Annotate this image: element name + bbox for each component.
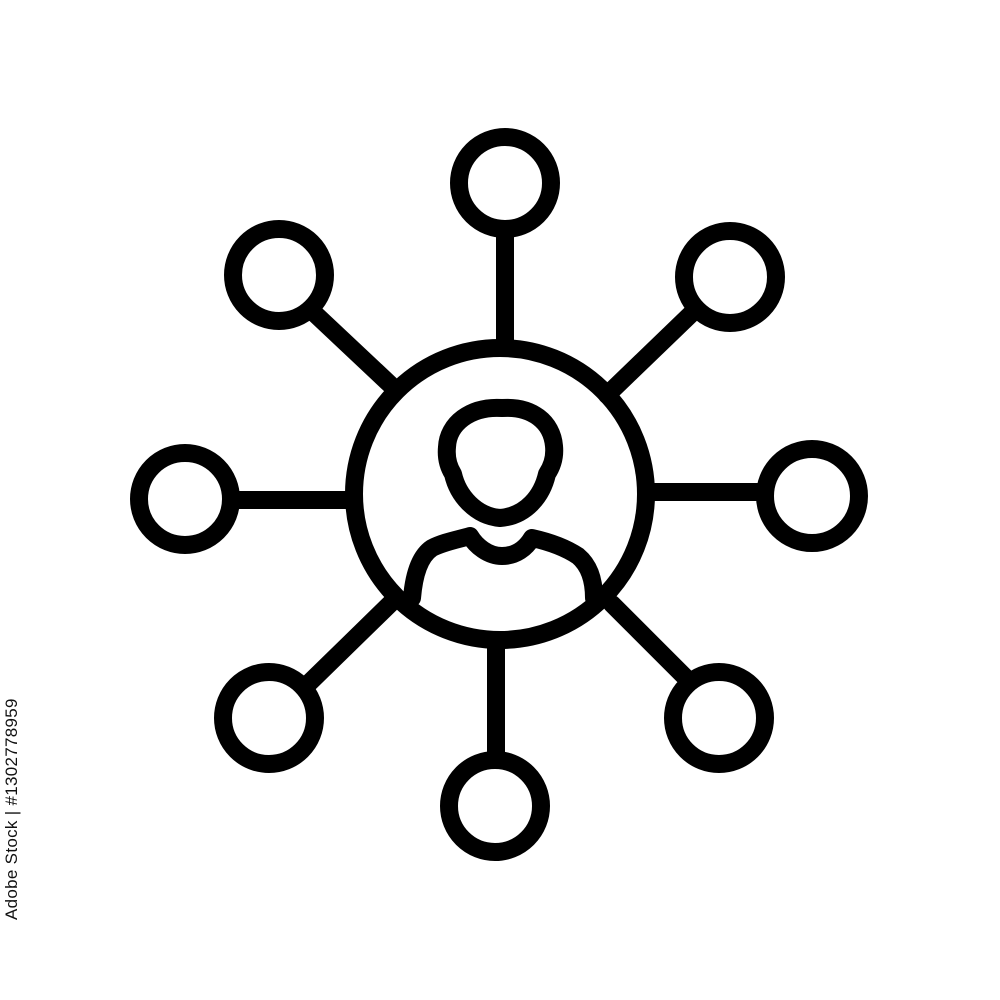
connector-top-left — [303, 302, 405, 399]
node-bottom — [440, 751, 550, 861]
connector-bottom-right — [603, 595, 699, 691]
connector-bottom-left — [297, 593, 401, 695]
node-bottom-right — [664, 663, 774, 773]
stock-id-watermark: Adobe Stock | #1302778959 — [2, 698, 21, 920]
node-top-right — [675, 222, 785, 332]
node-left — [130, 444, 240, 554]
node-top — [450, 128, 560, 238]
node-right — [756, 440, 868, 552]
user-icon — [403, 398, 603, 607]
connector-lines — [229, 223, 772, 767]
hub-circle — [345, 339, 655, 649]
user-head-icon — [437, 398, 564, 527]
user-shoulders-icon — [403, 527, 603, 607]
node-bottom-left — [214, 663, 324, 773]
outer-nodes — [130, 128, 868, 861]
node-top-left — [224, 220, 334, 330]
connector-top-right — [598, 305, 700, 404]
